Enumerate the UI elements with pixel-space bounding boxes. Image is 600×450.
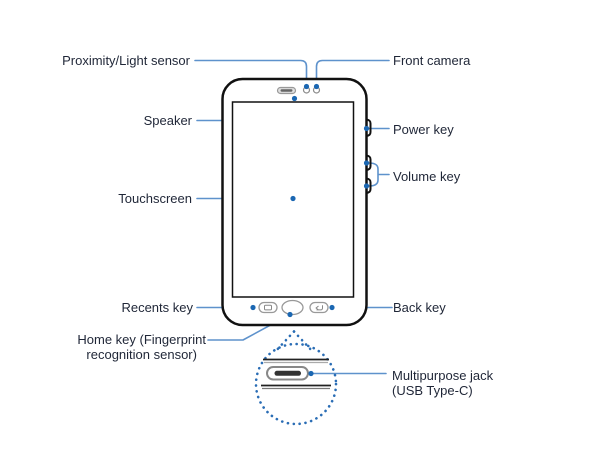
label-multipurpose-jack: Multipurpose jack (USB Type-C)	[392, 368, 494, 398]
usb-port-slot	[274, 370, 301, 376]
label-back-key: Back key	[393, 300, 446, 315]
magnifier-circle	[254, 330, 338, 426]
dot-proximity-sensor	[303, 83, 310, 90]
callout-dots	[250, 83, 370, 377]
dot-front-camera	[313, 83, 320, 90]
magnifier-ring	[254, 342, 338, 426]
magnifier-pointer-left	[272, 330, 296, 355]
home-key-button	[281, 299, 304, 316]
dot-home-key	[287, 311, 293, 318]
label-recents-key: Recents key	[121, 300, 193, 315]
recents-key-icon	[264, 304, 272, 311]
dot-recents-key	[250, 304, 256, 311]
power-key-button	[366, 118, 372, 137]
label-speaker: Speaker	[143, 113, 192, 128]
label-touchscreen: Touchscreen	[118, 191, 192, 206]
dot-volume-up	[363, 160, 370, 166]
dot-speaker	[291, 95, 298, 102]
dot-touchscreen	[290, 195, 296, 202]
back-key-icon	[315, 305, 323, 311]
label-front-camera: Front camera	[393, 53, 471, 68]
dot-volume-down	[363, 183, 370, 189]
speaker-slot-inner	[280, 89, 293, 92]
volume-up-button	[366, 154, 372, 171]
label-home-key-fingerprint: Home key (Fingerprint recognition sensor…	[77, 332, 206, 362]
leader-front-camera	[315, 59, 390, 85]
label-power-key: Power key	[393, 122, 454, 137]
back-key-button	[309, 301, 329, 314]
dot-multipurpose-jack	[308, 370, 314, 377]
magnified-bottom-edge	[261, 358, 331, 390]
recents-key-button	[258, 301, 278, 314]
dot-back-key	[329, 304, 335, 311]
volume-down-button	[366, 177, 372, 194]
label-volume-key: Volume key	[393, 169, 461, 184]
magnifier-pointer-right	[292, 330, 316, 355]
leader-proximity-sensor	[194, 59, 308, 85]
label-proximity-light-sensor: Proximity/Light sensor	[62, 53, 190, 68]
dot-power-key	[363, 125, 370, 132]
